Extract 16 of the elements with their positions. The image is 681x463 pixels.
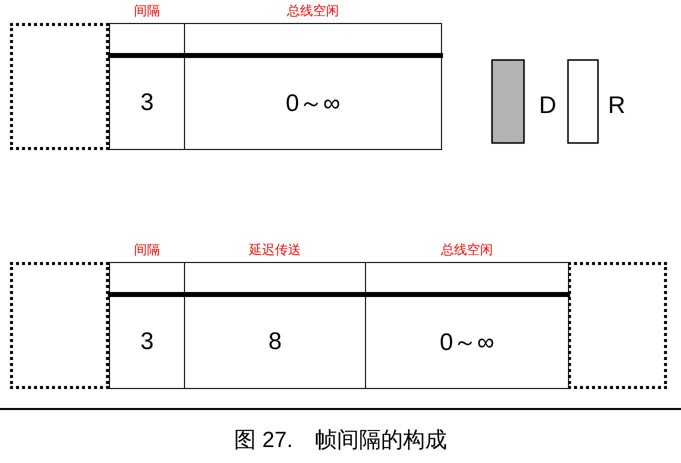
field-value: 3: [140, 88, 154, 116]
dotted-frame-box: [568, 262, 667, 389]
field-heading: 间隔: [134, 241, 160, 259]
legend-label: D: [539, 92, 556, 120]
field-heading: 总线空闲: [441, 241, 493, 259]
field-value: 0～∞: [286, 88, 340, 118]
field-value: 8: [268, 328, 282, 356]
figure-caption: 图 27. 帧间隔的构成: [233, 426, 448, 454]
legend-label: R: [608, 92, 626, 120]
field-heading: 间隔: [134, 2, 160, 20]
field-value: 3: [140, 328, 154, 356]
field-heading: 总线空闲: [287, 2, 339, 20]
dotted-frame-box: [10, 262, 109, 389]
field-value: 0～∞: [440, 328, 494, 358]
field-heading: 延迟传送: [249, 241, 301, 259]
dotted-frame-box: [10, 23, 109, 150]
